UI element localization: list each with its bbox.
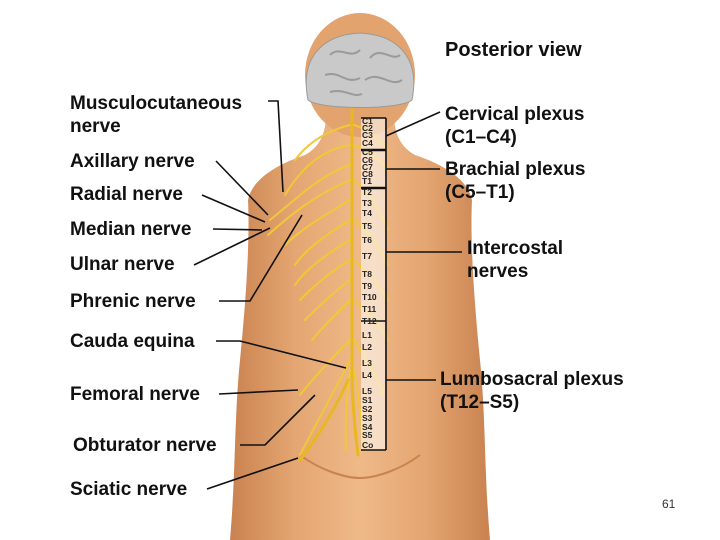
segment-label-c4: C4 — [362, 138, 373, 148]
label-obturator: Obturator nerve — [73, 435, 217, 456]
segment-label-t8: T8 — [362, 269, 372, 279]
segment-label-s3: S3 — [362, 413, 373, 423]
label-cervical-range: (C1–C4) — [445, 127, 517, 148]
segment-label-l3: L3 — [362, 358, 372, 368]
segment-label-s4: S4 — [362, 422, 373, 432]
segment-label-t2: T2 — [362, 187, 372, 197]
label-intercostal-line2: nerves — [467, 261, 528, 282]
label-axillary: Axillary nerve — [70, 151, 195, 172]
segment-label-t10: T10 — [362, 292, 377, 302]
label-brachial-plexus: Brachial plexus — [445, 159, 585, 180]
label-cervical-plexus: Cervical plexus — [445, 104, 584, 125]
diagram-title: Posterior view — [445, 39, 582, 61]
segment-label-t9: T9 — [362, 281, 372, 291]
label-lumbosacral-range: (T12–S5) — [440, 392, 519, 413]
label-musculocutaneous-line1: Musculocutaneous — [70, 93, 242, 114]
label-intercostal-line1: Intercostal — [467, 238, 563, 259]
label-musculocutaneous-line2: nerve — [70, 116, 121, 137]
label-sciatic: Sciatic nerve — [70, 479, 187, 500]
segment-label-l1: L1 — [362, 330, 372, 340]
segment-ruler: C1C2C3C4C5C6C7C8T1T2T3T4T5T6T7T8T9T10T11… — [361, 116, 387, 451]
left-leader-lines — [193, 100, 347, 490]
segment-label-s5: S5 — [362, 430, 373, 440]
segment-label-t7: T7 — [362, 251, 372, 261]
label-ulnar: Ulnar nerve — [70, 254, 175, 275]
segment-label-c6: C6 — [362, 155, 373, 165]
segment-label-t11: T11 — [362, 304, 376, 314]
segment-label-c1: C1 — [362, 116, 373, 126]
label-femoral: Femoral nerve — [70, 384, 200, 405]
segment-label-t5: T5 — [362, 221, 372, 231]
right-labels: Cervical plexus (C1–C4) Brachial plexus … — [440, 104, 624, 413]
segment-label-s1: S1 — [362, 395, 373, 405]
segment-label-c7: C7 — [362, 162, 373, 172]
segment-label-c5: C5 — [362, 147, 373, 157]
body-figure — [230, 13, 490, 540]
segment-label-t4: T4 — [362, 208, 372, 218]
label-radial: Radial nerve — [70, 184, 183, 205]
label-brachial-range: (C5–T1) — [445, 182, 515, 203]
segment-label-t1: T1 — [362, 176, 372, 186]
segment-label-l2: L2 — [362, 342, 372, 352]
segment-label-c8: C8 — [362, 169, 373, 179]
segment-label-t12: T12 — [362, 316, 377, 326]
segment-label-l5: L5 — [362, 386, 372, 396]
segment-label-s2: S2 — [362, 404, 373, 414]
label-median: Median nerve — [70, 219, 191, 240]
label-cauda-equina: Cauda equina — [70, 331, 195, 352]
left-labels: Musculocutaneous nerve Axillary nerve Ra… — [70, 93, 242, 500]
label-phrenic: Phrenic nerve — [70, 291, 196, 312]
page-number: 61 — [662, 497, 676, 511]
segment-label-co: Co — [362, 440, 373, 450]
segment-label-t3: T3 — [362, 198, 372, 208]
segment-label-t6: T6 — [362, 235, 372, 245]
right-leader-lines — [385, 111, 462, 381]
label-lumbosacral-plexus: Lumbosacral plexus — [440, 369, 624, 390]
segment-label-c2: C2 — [362, 123, 373, 133]
segment-label-c3: C3 — [362, 130, 373, 140]
segment-label-l4: L4 — [362, 370, 372, 380]
